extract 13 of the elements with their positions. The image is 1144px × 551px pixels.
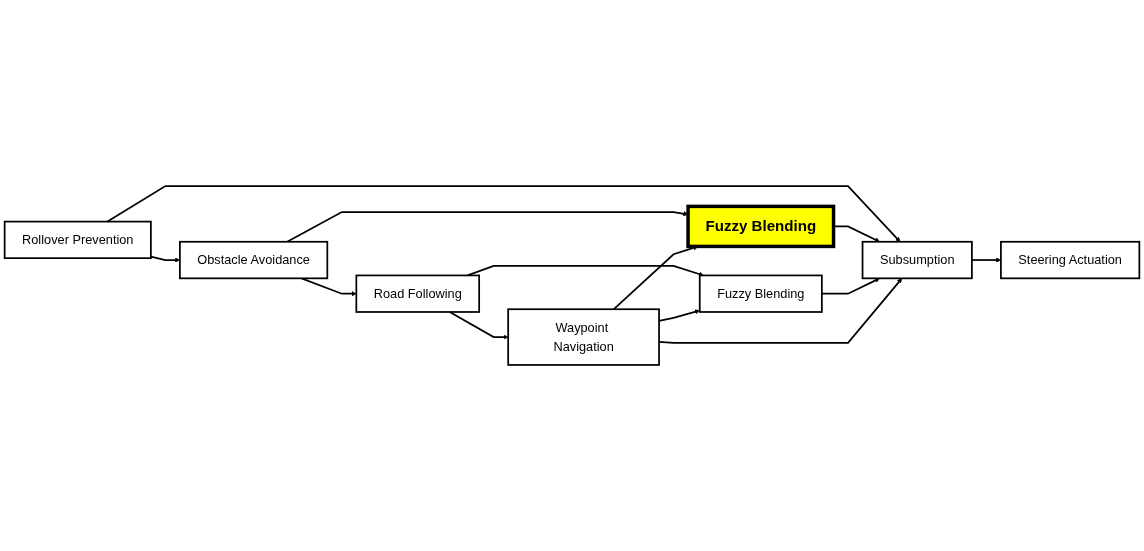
- arrow: [466, 265, 704, 277]
- arrow: [106, 185, 901, 242]
- node-box: Rollover Prevention: [3, 220, 152, 260]
- node-box: Road Following: [355, 274, 481, 313]
- arrow: [300, 277, 357, 297]
- node-box: Subsumption: [861, 240, 973, 280]
- node-box: Fuzzy Blending: [698, 274, 823, 313]
- node-box: Obstacle Avoidance: [179, 240, 329, 280]
- node-box: Waypoint Navigation: [507, 308, 660, 366]
- arrow: [448, 311, 509, 340]
- arrow: [821, 278, 880, 295]
- node-box: Steering Actuation: [1000, 240, 1141, 280]
- node-box: Fuzzy Blending: [686, 204, 836, 249]
